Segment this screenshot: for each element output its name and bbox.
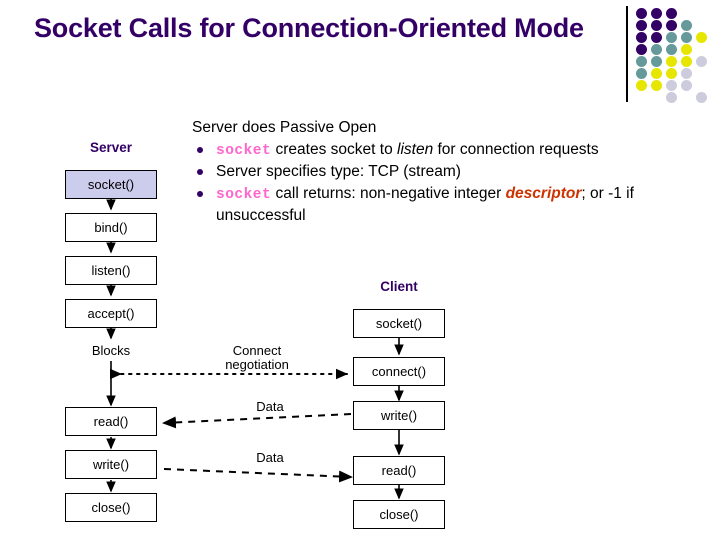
node-label: read() <box>381 463 417 478</box>
descriptor-text: descriptor <box>505 184 582 202</box>
server-node-listen[interactable]: listen() <box>65 256 157 285</box>
logo-dot <box>636 80 647 91</box>
node-label: bind() <box>94 220 128 235</box>
logo-dot <box>636 68 647 79</box>
node-label: close() <box>91 500 131 515</box>
client-node-read[interactable]: read() <box>353 456 445 485</box>
server-column-heading: Server <box>89 140 133 155</box>
server-blocks-label: Blocks <box>91 343 131 358</box>
node-label: socket() <box>375 316 423 331</box>
data-label-upstream: Data <box>244 400 296 414</box>
logo-dot <box>666 56 677 67</box>
node-label: listen() <box>91 263 131 278</box>
node-label: read() <box>93 414 129 429</box>
logo-dot <box>666 92 677 103</box>
code-keyword: socket <box>216 186 272 203</box>
logo-dot <box>651 44 662 55</box>
bullet-text: creates socket to <box>271 141 397 159</box>
logo-dot <box>651 80 662 91</box>
logo-dot <box>681 56 692 67</box>
emphasis-text: listen <box>397 141 434 159</box>
logo-dot <box>651 32 662 43</box>
logo-dot <box>651 20 662 31</box>
bullet-item: socket call returns: non-negative intege… <box>192 183 644 226</box>
code-keyword: socket <box>216 143 272 160</box>
node-label: close() <box>379 507 419 522</box>
node-label: write() <box>380 408 418 423</box>
server-node-accept[interactable]: accept() <box>65 299 157 328</box>
logo-dot <box>651 8 662 19</box>
node-label: socket() <box>87 177 135 192</box>
bullet-list: socket creates socket to listen for conn… <box>192 139 644 226</box>
logo-dot <box>651 68 662 79</box>
server-node-close[interactable]: close() <box>65 493 157 522</box>
bullet-item: socket creates socket to listen for conn… <box>192 139 644 161</box>
client-node-close[interactable]: close() <box>353 500 445 529</box>
bullet-item: Server specifies type: TCP (stream) <box>192 161 644 182</box>
data-label-downstream: Data <box>244 451 296 465</box>
logo-dot <box>636 8 647 19</box>
logo-dot <box>636 44 647 55</box>
logo-dot <box>636 32 647 43</box>
client-node-socket[interactable]: socket() <box>353 309 445 338</box>
node-label: write() <box>92 457 130 472</box>
logo-dot <box>666 68 677 79</box>
bullet-text: call returns: non-negative integer <box>271 184 506 202</box>
bullet-text: for connection requests <box>433 141 599 159</box>
logo-dot <box>666 20 677 31</box>
client-column-heading: Client <box>380 279 418 294</box>
logo-dot <box>666 32 677 43</box>
logo-dot <box>696 32 707 43</box>
logo-dot <box>651 56 662 67</box>
logo-dot <box>666 8 677 19</box>
logo-dot <box>696 56 707 67</box>
logo-dot <box>681 20 692 31</box>
logo-dot <box>696 92 707 103</box>
logo-dot <box>681 32 692 43</box>
body-lead-line: Server does Passive Open <box>192 119 377 136</box>
page-title: Socket Calls for Connection-Oriented Mod… <box>34 13 584 43</box>
server-node-read[interactable]: read() <box>65 407 157 436</box>
node-label: connect() <box>371 364 427 379</box>
server-node-bind[interactable]: bind() <box>65 213 157 242</box>
node-label: accept() <box>87 306 135 321</box>
logo-dot <box>666 80 677 91</box>
client-node-connect[interactable]: connect() <box>353 357 445 386</box>
body-text-block: Server does Passive Open socket creates … <box>192 117 644 226</box>
logo-dot <box>636 56 647 67</box>
logo-dot <box>681 80 692 91</box>
client-node-write[interactable]: write() <box>353 401 445 430</box>
server-node-write[interactable]: write() <box>65 450 157 479</box>
decorative-dot-grid-icon <box>636 8 720 103</box>
logo-divider <box>626 6 628 102</box>
logo-dot <box>681 44 692 55</box>
logo-dot <box>636 20 647 31</box>
bullet-text: ; or -1 if unsuccessful <box>216 184 634 224</box>
logo-dot <box>681 68 692 79</box>
server-node-socket[interactable]: socket() <box>65 170 157 199</box>
logo-dot <box>666 44 677 55</box>
connect-negotiation-label: Connect negotiation <box>205 344 309 372</box>
bullet-text: Server specifies type: TCP (stream) <box>216 163 461 181</box>
